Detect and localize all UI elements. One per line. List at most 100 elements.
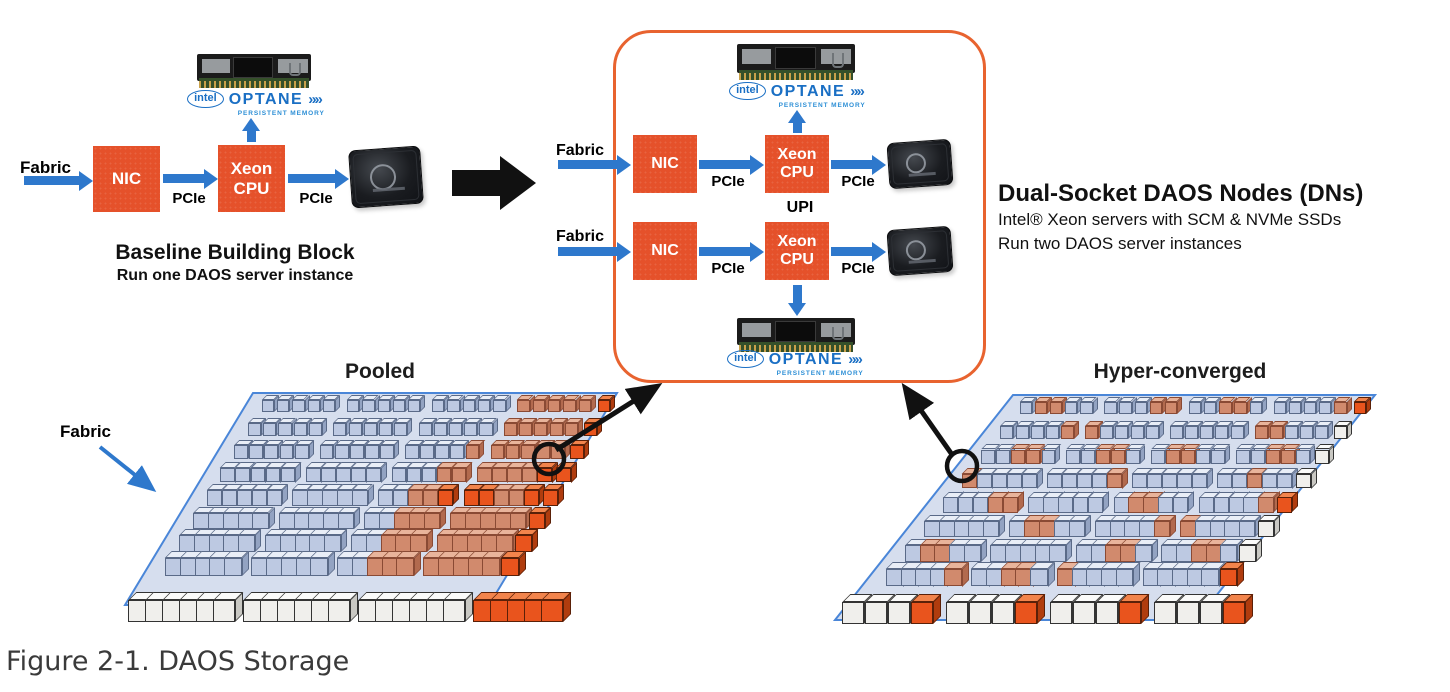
intel-logo-icon: intel <box>727 350 764 368</box>
dual-cpu-box-1: Xeon CPU <box>765 135 829 193</box>
dual-fabric-arrow-2 <box>558 241 631 262</box>
storage-cube <box>450 445 465 460</box>
storage-cube <box>1217 473 1232 489</box>
storage-cube <box>266 490 282 506</box>
storage-cube <box>1230 425 1244 439</box>
storage-cube <box>1119 602 1141 624</box>
dual-cpu-box-2: Xeon CPU <box>765 222 829 280</box>
hyper-to-dual-node-arrow <box>901 382 956 458</box>
storage-cube <box>321 467 336 483</box>
storage-cube <box>563 400 576 413</box>
storage-cube <box>322 490 338 506</box>
storage-cube <box>482 557 501 576</box>
storage-cube <box>1143 497 1159 513</box>
storage-cube <box>333 422 347 436</box>
storage-cube <box>501 557 519 576</box>
baseline-ssd-image <box>348 145 424 209</box>
figure-caption: Figure 2-1. DAOS Storage <box>6 646 350 677</box>
storage-cube <box>1085 425 1099 439</box>
dual-pcie-label-3: PCIe <box>711 260 745 277</box>
storage-cube <box>987 497 1004 513</box>
storage-cube <box>1220 545 1238 562</box>
storage-cube <box>597 400 611 413</box>
storage-cube <box>1238 545 1256 562</box>
baseline-fabric-arrow <box>24 170 93 191</box>
transform-block-arrow-icon <box>452 156 536 210</box>
storage-cube <box>1277 473 1292 489</box>
storage-cube <box>465 445 480 460</box>
storage-cube <box>1145 425 1159 439</box>
storage-cube <box>394 422 408 436</box>
dual-nic1-to-cpu1-arrow <box>699 154 764 175</box>
storage-cube <box>1201 568 1219 587</box>
storage-cube <box>503 422 518 436</box>
storage-cube <box>1213 497 1229 513</box>
dual-socket-node-frame <box>613 30 986 383</box>
storage-cube <box>492 467 507 483</box>
storage-cube <box>1334 402 1347 415</box>
storage-cube <box>1009 521 1026 538</box>
storage-cube <box>522 467 537 483</box>
storage-cube <box>234 445 249 460</box>
storage-cube <box>1236 449 1250 464</box>
dual-node-line1: Intel® Xeon servers with SCM & NVMe SSDs <box>998 210 1342 229</box>
storage-cube <box>337 490 353 506</box>
storage-cube <box>532 400 545 413</box>
nic-label: NIC <box>111 169 142 189</box>
storage-cube <box>1043 497 1059 513</box>
dual-node-line2: Run two DAOS server instances <box>998 234 1242 253</box>
storage-cube <box>248 422 262 436</box>
storage-cube <box>462 400 476 413</box>
storage-cube <box>1219 402 1232 415</box>
storage-cube <box>279 445 294 460</box>
storage-cube <box>1177 602 1199 624</box>
storage-cube <box>265 467 281 483</box>
storage-cube <box>1273 402 1286 415</box>
storage-cube <box>517 400 530 413</box>
storage-cube <box>1232 473 1247 489</box>
dual-cpu2-to-memory-arrow <box>788 285 806 316</box>
storage-cube <box>1158 497 1174 513</box>
storage-cube <box>507 467 522 483</box>
storage-cube <box>352 490 368 506</box>
storage-cube <box>953 521 970 538</box>
storage-cube <box>418 422 432 436</box>
storage-cube <box>1073 602 1095 624</box>
optane-wordmark: OPTANE <box>768 351 844 368</box>
storage-cube <box>1068 521 1085 538</box>
storage-cube <box>564 422 578 436</box>
dual-pcie-label-4: PCIe <box>841 260 875 277</box>
storage-cube <box>261 400 275 413</box>
storage-cube <box>519 422 533 436</box>
storage-cube <box>252 512 269 529</box>
storage-cube <box>264 445 279 460</box>
storage-cube <box>996 449 1011 464</box>
cpu-label-line2: CPU <box>780 164 814 181</box>
storage-cube <box>992 473 1007 489</box>
storage-cube <box>1223 602 1245 624</box>
storage-cube <box>222 512 239 529</box>
storage-cube <box>1081 449 1096 464</box>
storage-cube <box>250 467 266 483</box>
storage-cube <box>1096 602 1118 624</box>
storage-cube <box>1060 425 1074 439</box>
storage-cube <box>362 400 375 413</box>
dual-optane-dimm-bottom-image <box>737 318 855 352</box>
hyper-converged-label: Hyper-converged <box>1093 360 1267 383</box>
storage-cube <box>1100 425 1114 439</box>
pooled-label: Pooled <box>344 360 415 383</box>
storage-cube <box>1128 497 1144 513</box>
storage-cube <box>535 445 550 460</box>
storage-cube <box>556 467 572 483</box>
storage-cube <box>1049 402 1063 415</box>
storage-cube <box>515 535 532 553</box>
storage-cube <box>1024 521 1041 538</box>
storage-cube <box>346 400 360 413</box>
storage-cube <box>1228 497 1244 513</box>
storage-cube <box>1192 473 1207 489</box>
storage-cube <box>293 512 310 529</box>
optane-wordmark: OPTANE <box>228 91 304 108</box>
storage-cube <box>1296 449 1311 464</box>
storage-cube <box>1107 473 1122 489</box>
baseline-optane-dimm-image <box>197 54 311 88</box>
